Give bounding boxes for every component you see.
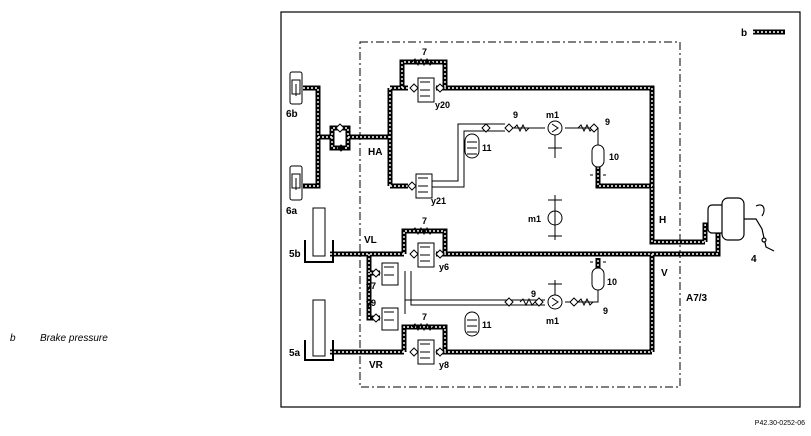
label-y8: y8	[439, 360, 449, 370]
label-9-d: 9	[603, 306, 608, 316]
pump-motors	[547, 120, 563, 310]
rear-brake-6b	[289, 71, 303, 105]
label-6a: 6a	[286, 206, 298, 217]
front-brake-5b	[304, 207, 334, 263]
label-m1-bot: m1	[546, 316, 559, 326]
hydraulic-unit-boundary	[359, 41, 681, 388]
label-y6: y6	[439, 262, 449, 272]
label-5b: 5b	[289, 249, 301, 260]
check-valves-7	[411, 57, 434, 332]
label-h: H	[659, 215, 666, 226]
label-7-mid: 7	[422, 216, 427, 226]
brake-booster-4	[707, 197, 775, 252]
valve-y8	[409, 339, 445, 365]
valve-y6	[409, 242, 445, 268]
label-vr: VR	[369, 360, 384, 371]
figure-reference: P42.30-0252-06	[754, 420, 805, 427]
legend-line-label: b	[741, 28, 747, 39]
label-y20: y20	[435, 100, 450, 110]
label-a73: A7/3	[686, 293, 708, 304]
label-4: 4	[751, 254, 757, 265]
check-valves-9	[481, 123, 599, 307]
label-y9: y9	[366, 298, 376, 308]
label-m1-mid: m1	[528, 214, 541, 224]
rear-brake-6a	[289, 165, 303, 201]
valve-y21	[407, 173, 433, 199]
label-7-bot: 7	[422, 312, 427, 322]
label-9-c: 9	[531, 289, 536, 299]
diagram-labels: 6b 6a 5b 5a HA VL VR H V A7/3 4 7 7 7 y2…	[286, 47, 757, 371]
label-7-top: 7	[422, 47, 427, 57]
label-vl: VL	[364, 235, 377, 246]
return-lines	[404, 123, 599, 314]
legend-description: Brake pressure	[40, 333, 108, 344]
label-5a: 5a	[289, 348, 301, 359]
label-y21: y21	[431, 196, 446, 206]
valve-y7	[371, 262, 399, 286]
label-9-b: 9	[605, 117, 610, 127]
label-v: V	[661, 268, 668, 279]
brake-pressure-lines	[303, 59, 721, 355]
label-9-a: 9	[513, 110, 518, 120]
valve-y9	[371, 307, 399, 331]
label-11-bot: 11	[482, 320, 492, 330]
diagram-frame	[280, 11, 801, 408]
label-11-top: 11	[482, 143, 492, 153]
label-m1-top: m1	[546, 110, 559, 120]
legend-key: b	[10, 333, 16, 344]
valve-y20	[409, 77, 445, 103]
label-y7: y7	[366, 281, 376, 291]
label-10-top: 10	[609, 152, 619, 162]
label-ha: HA	[368, 147, 382, 158]
label-10-bot: 10	[607, 277, 617, 287]
front-brake-5a	[304, 299, 334, 361]
proportioning-valve	[335, 123, 345, 152]
accumulators-11	[464, 133, 480, 337]
label-6b: 6b	[286, 109, 298, 120]
dampers-10	[590, 144, 606, 291]
